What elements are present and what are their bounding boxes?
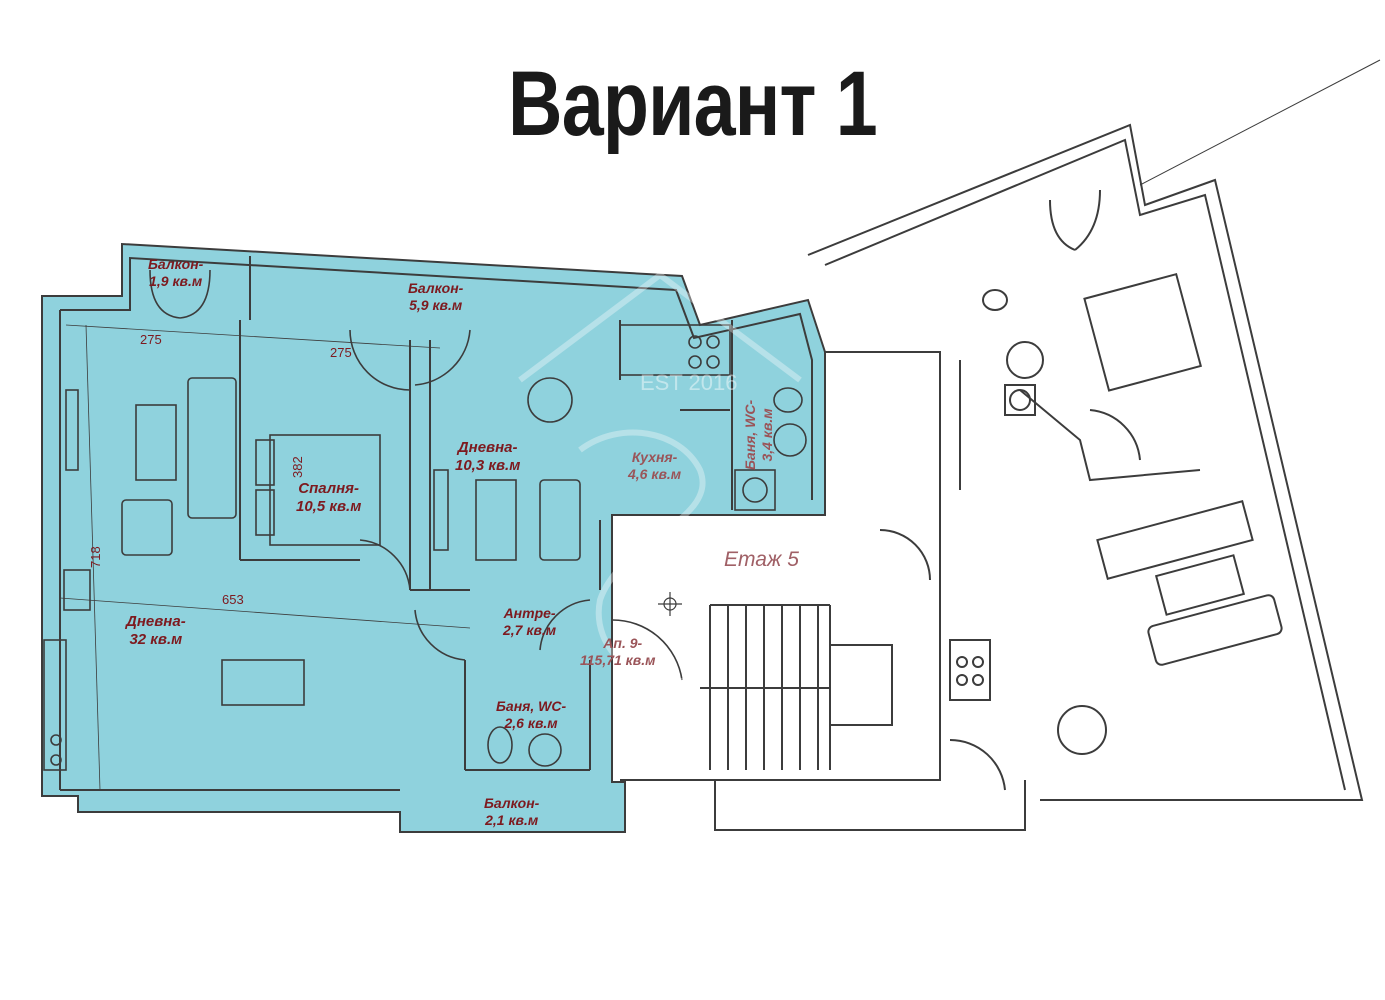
room-label-living-2: Дневна-10,3 кв.м <box>455 439 521 474</box>
room-label-bathroom-1: Баня, WC-3,4 кв.м <box>742 399 775 470</box>
dimension-718: 718 <box>88 546 103 568</box>
dimension-275-left: 275 <box>140 332 162 347</box>
crosshair-icon <box>658 592 682 616</box>
room-label-hallway: Антре-2,7 кв.м <box>503 605 557 638</box>
apartment-label: Ап. 9-115,71 кв.м <box>580 635 656 668</box>
watermark-logo <box>518 271 802 685</box>
room-label-kitchen: Кухня-4,6 кв.м <box>628 449 682 482</box>
dimension-653: 653 <box>222 592 244 607</box>
room-label-balcony-1: Балкон-1,9 кв.м <box>148 256 204 289</box>
dimension-382: 382 <box>290 456 305 478</box>
floor-label: Етаж 5 <box>724 548 799 571</box>
dimension-275-right: 275 <box>330 345 352 360</box>
watermark-text: EST 2016 <box>640 370 737 395</box>
room-label-balcony-2: Балкон-5,9 кв.м <box>408 280 464 313</box>
room-label-bedroom: Спалня-10,5 кв.м <box>296 480 362 515</box>
room-label-balcony-3: Балкон-2,1 кв.м <box>484 795 540 828</box>
plan-title: Вариант 1 <box>508 53 878 155</box>
room-label-bathroom-2: Баня, WC-2,6 кв.м <box>496 698 567 731</box>
room-label-living-main: Дневна-32 кв.м <box>126 613 186 648</box>
